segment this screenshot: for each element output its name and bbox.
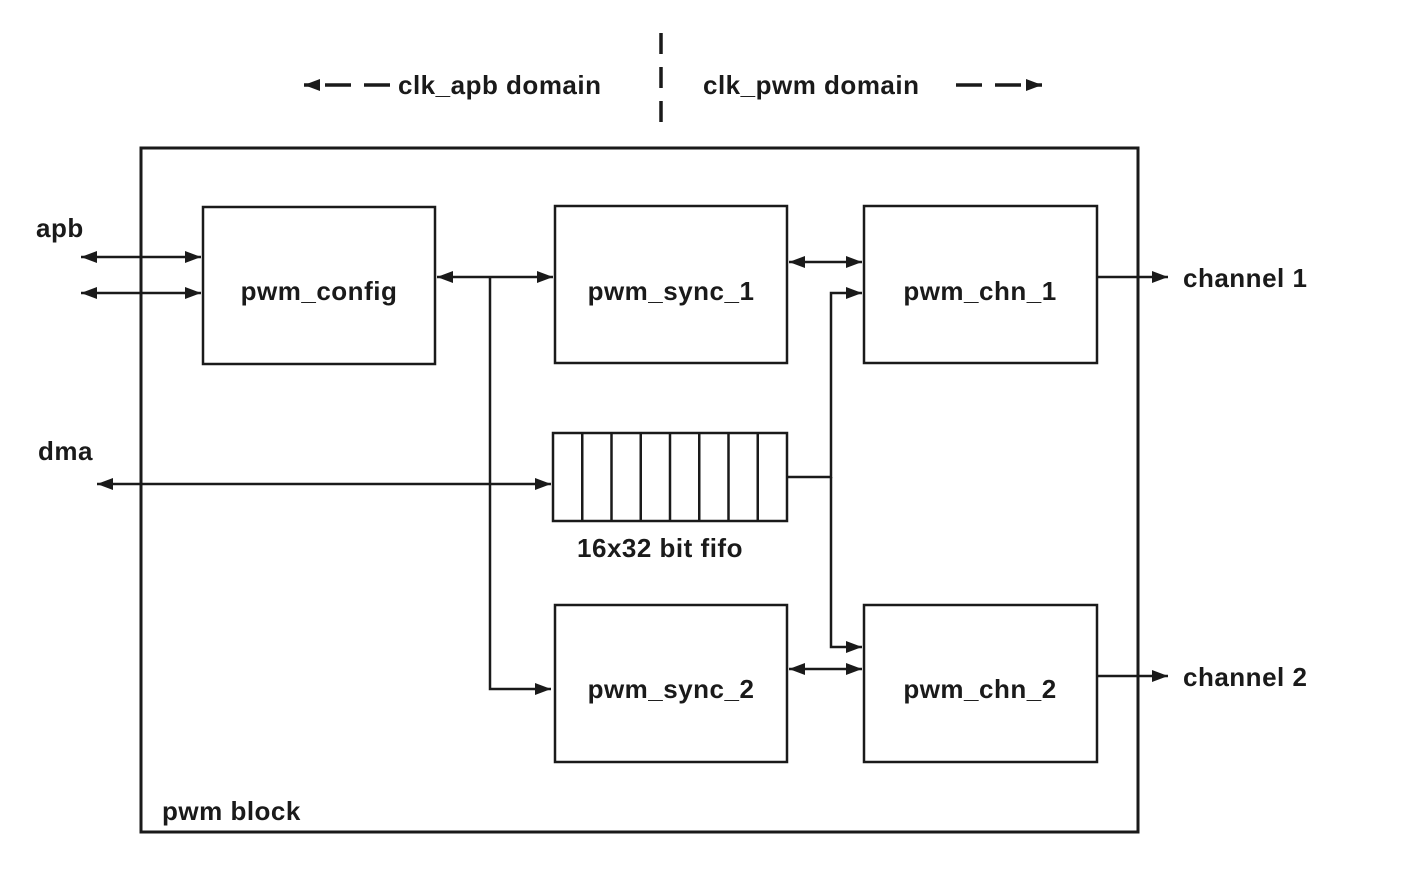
clk-apb-domain-label: clk_apb domain	[398, 70, 602, 100]
block-pwm-sync-1: pwm_sync_1	[553, 204, 789, 365]
block-pwm-config: pwm_config	[201, 205, 437, 366]
pwm-sync-1-box	[553, 204, 789, 365]
block-pwm-sync-2: pwm_sync_2	[553, 603, 789, 764]
pwm-sync-1-label: pwm_sync_1	[588, 276, 755, 306]
dma-port-label: dma	[38, 436, 93, 466]
pwm-block-label: pwm block	[162, 796, 301, 826]
pwm-chn-1-box	[862, 204, 1099, 365]
fifo-block: 16x32 bit fifo	[551, 431, 789, 563]
fifo-label: 16x32 bit fifo	[577, 533, 743, 563]
pwm-chn-1-label: pwm_chn_1	[903, 276, 1056, 306]
channel-1-port-label: channel 1	[1183, 263, 1307, 293]
connections	[81, 251, 1168, 695]
pwm-sync-2-box	[553, 603, 789, 764]
clk-pwm-domain-label: clk_pwm domain	[703, 70, 920, 100]
channel-2-port-label: channel 2	[1183, 662, 1307, 692]
pwm-config-box	[201, 205, 437, 366]
pwm-block-boundary	[139, 146, 1140, 834]
block-pwm-chn-1: pwm_chn_1	[862, 204, 1099, 365]
pwm-chn-2-label: pwm_chn_2	[903, 674, 1056, 704]
block-pwm-chn-2: pwm_chn_2	[862, 603, 1099, 764]
pwm-sync-2-label: pwm_sync_2	[588, 674, 755, 704]
config-sync2-branch-arrow	[488, 278, 551, 695]
pwm-chn-2-box	[862, 603, 1099, 764]
fifo-to-chn1-arrow	[787, 287, 862, 479]
clock-domain-header: clk_apb domain clk_pwm domain	[304, 33, 1042, 131]
apb-port-label: apb	[36, 213, 84, 243]
pwm-config-label: pwm_config	[241, 276, 398, 306]
fifo-cells	[581, 433, 759, 521]
fifo-to-chn2-arrow	[829, 477, 862, 653]
